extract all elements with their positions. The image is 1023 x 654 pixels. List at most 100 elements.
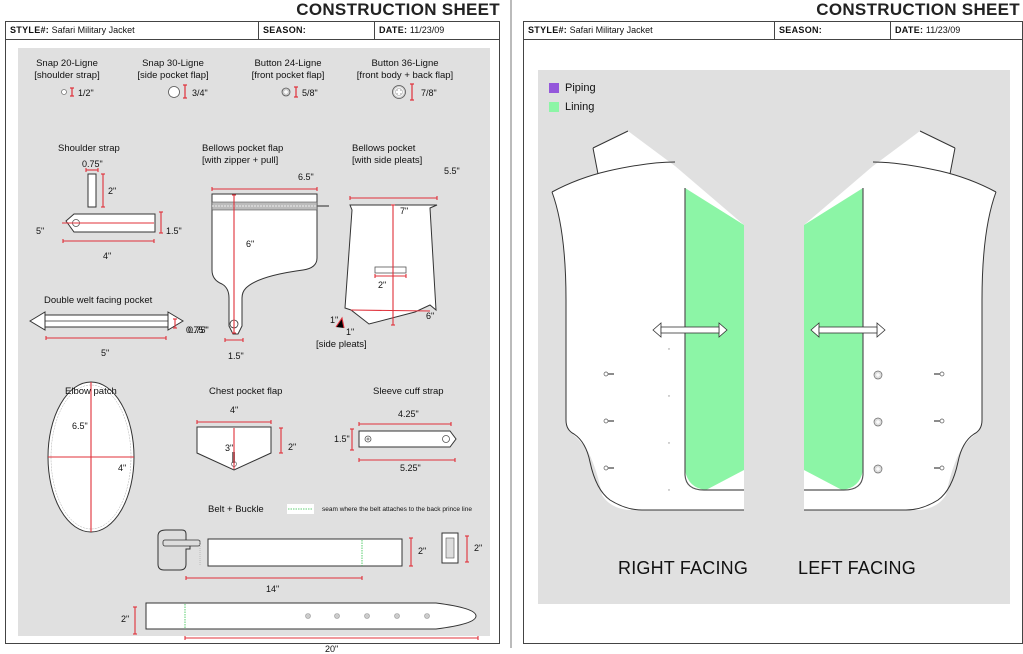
dim-label: 5" <box>36 226 45 236</box>
closure-size: 3/4" <box>192 88 208 98</box>
elbow-patch-title: Elbow patch <box>65 386 117 397</box>
button-small-icon <box>281 87 291 97</box>
right-facing-label: RIGHT FACING <box>618 558 749 578</box>
sleeve-cuff-drawing <box>350 422 457 462</box>
dim-label: 2" <box>121 614 130 624</box>
pleat-note: [side pleats] <box>316 339 367 350</box>
bellows-flap-drawing <box>211 187 329 342</box>
closure-size: 1/2" <box>78 88 94 98</box>
dimension-marker <box>410 83 414 101</box>
subtitle-text: [with zipper + pull] <box>202 155 279 166</box>
bellows-flap-title: Bellows pocket flap [with zipper + pull] <box>202 143 283 167</box>
dim-label: 1.5" <box>334 434 350 444</box>
facings-panel: Piping Lining <box>538 70 1010 604</box>
style-label: STYLE#: <box>10 25 50 35</box>
dim-label: 6" <box>246 239 255 249</box>
components-panel: Snap 20-Ligne [shoulder strap] Snap 30-L… <box>18 48 490 654</box>
facings-drawing: **** <box>551 130 997 511</box>
dim-label: 14" <box>266 584 280 594</box>
title-text: Bellows pocket flap <box>202 143 284 154</box>
seam-legend-label: seam where the belt attaches to the back… <box>322 506 472 513</box>
dim-label: 5.5" <box>444 166 460 176</box>
date-field: DATE: 11/23/09 <box>890 22 1022 39</box>
closure-button36: Button 36-Ligne [front body + back flap] <box>350 58 460 82</box>
season-field: SEASON: <box>774 22 890 39</box>
elbow-patch-drawing <box>47 381 135 533</box>
style-value: Safari Military Jacket <box>569 25 653 35</box>
sheet-title: CONSTRUCTION SHEET <box>296 0 500 19</box>
svg-text:*: * <box>668 395 670 401</box>
closure-name: Snap 20-Ligne <box>36 58 98 69</box>
shoulder-strap-title: Shoulder strap <box>58 143 120 154</box>
piping-swatch <box>549 83 559 93</box>
bellows-pocket-title: Bellows pocket [with side pleats] <box>352 143 422 167</box>
belt-hole <box>305 613 311 619</box>
legend-label: Lining <box>565 101 595 113</box>
closure-snap30: Snap 30-Ligne [side pocket flap] <box>128 58 218 82</box>
dim-label: 4" <box>118 463 127 473</box>
header-row: STYLE#: Safari Military Jacket SEASON: D… <box>524 22 1022 40</box>
dim-label: 2" <box>108 186 117 196</box>
closure-use: [front body + back flap] <box>356 70 454 81</box>
welt-pocket-icon <box>652 322 728 338</box>
dim-label: 1" <box>346 327 355 337</box>
legend-label: Piping <box>565 82 596 94</box>
closure-button24: Button 24-Ligne [front pocket flap] <box>238 58 338 82</box>
date-field: DATE: 11/23/09 <box>374 22 499 39</box>
sleeve-cuff-title: Sleeve cuff strap <box>373 386 444 397</box>
dim-label: 6.5" <box>298 172 314 182</box>
double-welt-drawing <box>29 311 184 340</box>
dim-label: 0.75" <box>186 325 207 335</box>
belt-hole <box>394 613 400 619</box>
header-row: STYLE#: Safari Military Jacket SEASON: D… <box>6 22 499 40</box>
dim-label: 4.25" <box>398 409 419 419</box>
shoulder-strap-drawing <box>62 168 163 243</box>
dimension-marker <box>294 86 298 98</box>
dim-label: 4" <box>230 405 239 415</box>
chest-flap-title: Chest pocket flap <box>209 386 283 397</box>
dim-label: 0.75" <box>188 325 209 335</box>
closure-size: 7/8" <box>421 88 437 98</box>
closure-size: 5/8" <box>302 88 318 98</box>
belt-hole <box>364 613 370 619</box>
sheet-frame: STYLE#: Safari Military Jacket SEASON: D… <box>5 21 500 654</box>
belt-buckle-drawing <box>157 529 469 580</box>
style-field: STYLE#: Safari Military Jacket <box>524 22 774 39</box>
legend-item-lining: Lining <box>549 101 594 113</box>
belt-hole <box>334 613 340 619</box>
left-facing-drawing <box>804 130 997 511</box>
style-value: Safari Military Jacket <box>51 25 135 35</box>
bellows-pocket-drawing <box>335 196 438 329</box>
dim-label: 6" <box>426 311 435 321</box>
date-value: 11/23/09 <box>925 25 961 35</box>
dim-label: 5" <box>101 348 110 358</box>
closure-use: [side pocket flap] <box>137 70 209 81</box>
sheet-divider <box>510 0 512 648</box>
dimension-marker <box>183 84 187 99</box>
dim-label: 4" <box>103 251 112 261</box>
dim-label: 20" <box>325 644 339 654</box>
snap-markers <box>603 371 614 471</box>
dim-label: 2" <box>288 442 297 452</box>
snap-large-icon <box>168 86 180 98</box>
date-label: DATE: <box>379 25 408 35</box>
dim-label: 2" <box>418 546 427 556</box>
season-field: SEASON: <box>258 22 374 39</box>
svg-text:*: * <box>668 442 670 448</box>
season-label: SEASON: <box>263 25 307 35</box>
closure-snap20: Snap 20-Ligne [shoulder strap] <box>22 58 112 82</box>
style-label: STYLE#: <box>528 25 568 35</box>
closure-name: Button 36-Ligne <box>371 58 439 69</box>
date-label: DATE: <box>895 25 924 35</box>
button-large-icon <box>392 85 406 99</box>
title-text: Bellows pocket <box>352 143 416 154</box>
lining-swatch <box>549 102 559 112</box>
dim-label: 1" <box>330 315 339 325</box>
closure-name: Snap 30-Ligne <box>142 58 204 69</box>
dim-label: 3" <box>225 443 234 453</box>
belt-tail-drawing <box>133 602 479 640</box>
dim-label: 0.75" <box>82 159 103 169</box>
dim-label: 1.5" <box>228 351 244 361</box>
dimension-marker <box>70 87 74 97</box>
dim-label: 1.5" <box>166 226 182 236</box>
